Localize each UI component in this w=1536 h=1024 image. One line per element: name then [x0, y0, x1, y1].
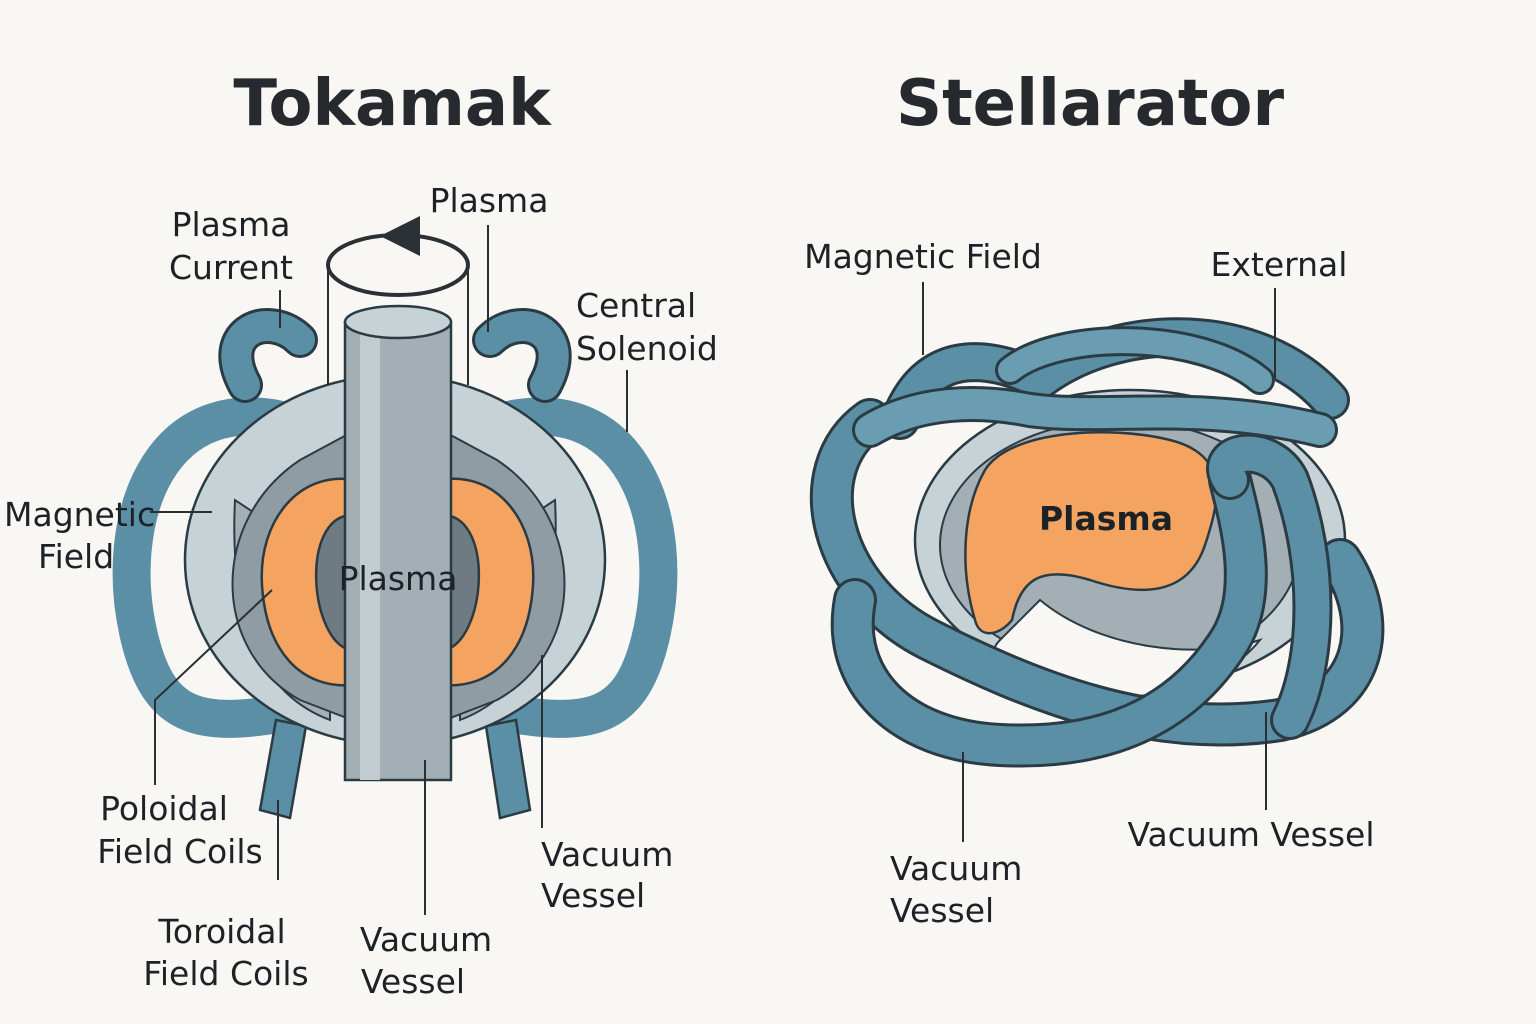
toroidal-field-coils — [112, 308, 678, 820]
tokamak-label-plasma-top: Plasma — [430, 181, 549, 220]
stellarator-label-plasma: Plasma — [1039, 499, 1173, 538]
stellarator-label-vacuum-vessel-left-1: Vacuum — [890, 849, 1022, 888]
tokamak-title: Tokamak — [233, 67, 552, 141]
stellarator-label-magnetic-field: Magnetic Field — [804, 237, 1042, 276]
tokamak-label-central-solenoid-1: Central — [576, 286, 696, 325]
stellarator-title: Stellarator — [896, 67, 1284, 141]
tokamak-label-poloidal-1: Poloidal — [100, 789, 228, 828]
stellarator-diagram: Stellarator — [804, 67, 1385, 930]
stellarator-leader-lines — [922, 282, 1276, 842]
stellarator-front-coils — [809, 386, 1385, 768]
tokamak-label-toroidal-2: Field Coils — [143, 954, 308, 993]
tokamak-label-poloidal-2: Field Coils — [97, 832, 262, 871]
tokamak-label-magnetic-field-1: Magnetic — [4, 495, 155, 534]
stellarator-plasma — [964, 430, 1218, 635]
plasma-current-arrow — [326, 216, 470, 385]
tokamak-label-vacuum-vessel-right-1: Vacuum — [541, 835, 673, 874]
stellarator-label-vacuum-vessel-right: Vacuum Vessel — [1127, 815, 1374, 854]
tokamak-label-plasma-current-1: Plasma — [172, 205, 291, 244]
tokamak-label-vacuum-vessel-center-2: Vessel — [361, 962, 465, 1001]
tokamak-label-toroidal-1: Toroidal — [157, 912, 285, 951]
stellarator-label-vacuum-vessel-left-2: Vessel — [890, 891, 994, 930]
central-solenoid — [343, 304, 453, 782]
tokamak-label-plasma-center: Plasma — [339, 559, 458, 598]
stellarator-back-coils — [880, 317, 1350, 440]
tokamak-leader-lines — [150, 225, 628, 915]
stellarator-label-external: External — [1211, 245, 1348, 284]
tokamak-diagram: Tokamak — [4, 67, 718, 1001]
tokamak-label-vacuum-vessel-right-2: Vessel — [541, 876, 645, 915]
tokamak-label-plasma-current-2: Current — [169, 248, 293, 287]
tokamak-label-vacuum-vessel-center-1: Vacuum — [360, 920, 492, 959]
tokamak-label-central-solenoid-2: Solenoid — [576, 329, 718, 368]
tokamak-label-magnetic-field-2: Field — [38, 537, 114, 576]
